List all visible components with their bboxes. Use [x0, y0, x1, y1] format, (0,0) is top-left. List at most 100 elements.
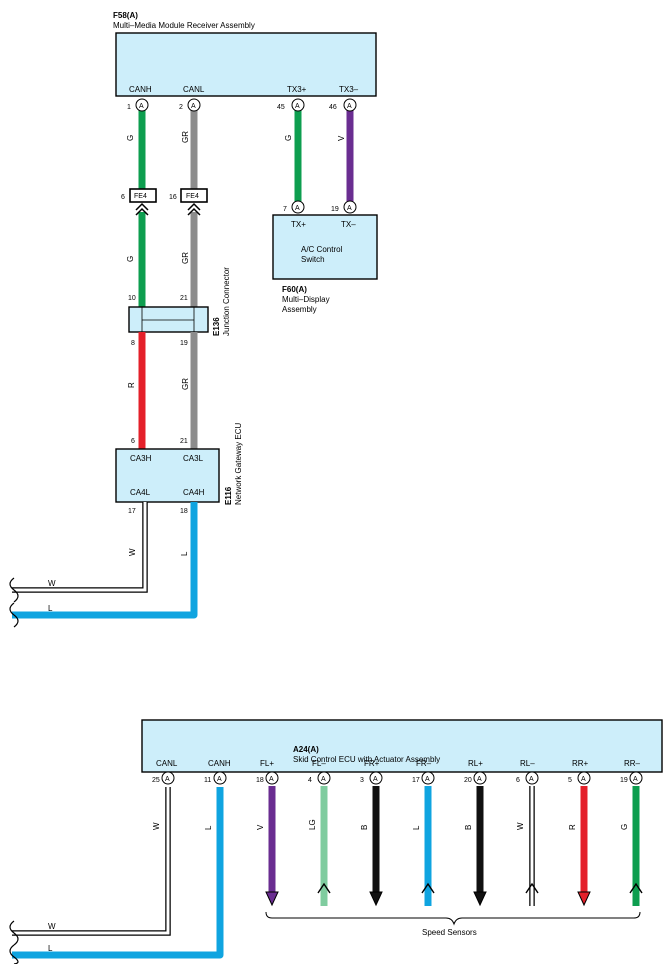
a24-wire-label: B	[464, 825, 473, 830]
a24-pin-num: 3	[360, 777, 364, 784]
wire-l-e116	[12, 502, 198, 619]
a24-pin-num: 17	[412, 777, 420, 784]
a24-pin-label: RL+	[468, 759, 483, 768]
wire-w-e116	[12, 502, 147, 592]
pin-circle	[343, 200, 357, 214]
wire-label-l1: L	[180, 551, 189, 556]
f60-component-box	[272, 214, 378, 280]
connector-chevron-icon	[187, 202, 201, 216]
wire-w-e116-outline	[12, 502, 148, 593]
a24-pin-label: CANL	[156, 759, 178, 768]
wire-label-gr3: GR	[181, 378, 190, 390]
sensor-arrow-up-icon	[421, 882, 435, 894]
sensor-arrow-down-icon	[577, 891, 591, 907]
pin-circle	[473, 771, 487, 785]
f60-box-line1: A/C Control	[301, 245, 343, 254]
e136-top-left: 10	[128, 295, 136, 302]
a24-bottom-l: L	[48, 944, 53, 953]
f58-pin-45: 45 A	[277, 98, 305, 112]
f60-pin-conn-19: A	[347, 205, 352, 212]
f58-pin-label-canh: CANH	[129, 85, 152, 94]
wire-label-w1: W	[128, 548, 137, 556]
a24-pin-conn: A	[581, 776, 586, 783]
a24-pin-conn: A	[217, 776, 222, 783]
f60-code: F60(A)	[282, 285, 307, 294]
e116-top-right-num: 21	[180, 438, 188, 445]
fe4-left-label: FE4	[134, 193, 147, 200]
e116-code: E116	[224, 486, 233, 505]
a24-pin-num: 11	[204, 777, 211, 784]
f58-pin-label-canl: CANL	[183, 85, 205, 94]
f60-pin-19: 19 A	[331, 200, 357, 214]
a24-sensor-wires	[265, 786, 643, 907]
fe4-left-num: 6	[121, 194, 125, 201]
f58-pin-conn-46: A	[347, 103, 352, 110]
f58-name: Multi–Media Module Receiver Assembly	[113, 21, 255, 30]
pin-circle	[525, 771, 539, 785]
a24-pin-label: FL+	[260, 759, 274, 768]
e116-name: Network Gateway ECU	[234, 423, 243, 505]
a24-pin-num: 19	[620, 777, 628, 784]
fe4-right-box	[180, 188, 208, 203]
e116-component-box	[115, 448, 220, 503]
wire-label-gr1: GR	[181, 131, 190, 143]
a24-pin-conn: A	[321, 776, 326, 783]
a24-wire-label: L	[204, 825, 213, 830]
wire-label-gr2: GR	[181, 252, 190, 264]
a24-pin-num: 25	[152, 777, 160, 784]
a24-wire-label: L	[412, 825, 421, 830]
a24-pin-label: FR–	[416, 759, 432, 768]
e136-bottom-left: 8	[131, 340, 135, 347]
e136-bottom-right: 19	[180, 340, 188, 347]
f60-name-line1: Multi–Display	[282, 295, 330, 304]
a24-pin-conn: A	[373, 776, 378, 783]
wire-l-a24	[12, 787, 224, 959]
e116-label-ca4l: CA4L	[130, 488, 151, 497]
a24-wire-label: V	[256, 824, 265, 830]
f58-pin-conn-1: A	[139, 103, 144, 110]
e116-bottom-right-num: 18	[180, 508, 188, 515]
sensor-arrow-down-icon	[369, 891, 383, 907]
f60-box-line2: Switch	[301, 255, 325, 264]
wire-label-g2: G	[284, 135, 293, 141]
a24-wire-label: LG	[308, 819, 317, 830]
a24-wire-label: G	[620, 824, 629, 830]
wire-label-w-horiz: W	[48, 579, 56, 588]
f58-pin-num-46: 46	[329, 104, 337, 111]
pin-circle	[343, 98, 357, 112]
pin-circle	[369, 771, 383, 785]
f60-name-line2: Assembly	[282, 305, 317, 314]
connector-chevron-icon	[135, 202, 149, 216]
a24-pin-num: 6	[516, 777, 520, 784]
wire-break-icon	[9, 920, 19, 946]
speed-sensors-label: Speed Sensors	[422, 928, 477, 937]
pin-circle	[291, 98, 305, 112]
fe4-left-box	[129, 188, 157, 203]
a24-bottom-w: W	[48, 922, 56, 931]
pin-circle	[317, 771, 331, 785]
f60-pin-num-19: 19	[331, 206, 339, 213]
wire-label-v1: V	[337, 135, 346, 141]
fe4-right-num: 16	[169, 194, 177, 201]
a24-pin-label: RR–	[624, 759, 641, 768]
a24-component-box	[141, 719, 663, 773]
f60-pin-conn-7: A	[295, 205, 300, 212]
pin-circle	[265, 771, 279, 785]
pin-circle	[187, 98, 201, 112]
f60-pin-label-txm: TX–	[341, 220, 356, 229]
a24-wire-label: W	[152, 822, 161, 830]
f58-pin-conn-2: A	[191, 103, 196, 110]
f58-pin-num-45: 45	[277, 104, 285, 111]
wire-break-icon	[9, 944, 19, 964]
